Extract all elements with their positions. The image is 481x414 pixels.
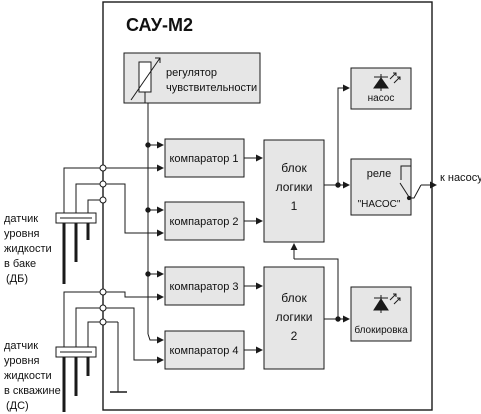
relay-block (350, 158, 412, 216)
logic-block-2-line2: логики (276, 310, 313, 324)
comparator-2-block (164, 201, 245, 241)
svg-text:жидкости: жидкости (4, 243, 52, 255)
svg-text:жидкости: жидкости (4, 370, 52, 382)
logic-block-1-line1: блок (281, 161, 307, 175)
pump-led-icon (373, 72, 401, 91)
well-sensor-electrodes (55, 346, 97, 412)
junction-dots (99, 142, 341, 326)
tank-sensor-label: датчик уровня жидкости в баке (ДБ) (4, 213, 52, 285)
tank-sensor-electrodes (55, 212, 97, 284)
logic-block-1-line2: логики (276, 180, 313, 194)
svg-text:в скважине: в скважине (4, 385, 61, 397)
comparator-4-label: компаратор 4 (169, 345, 238, 357)
regulator-label-line2: чувствительности (166, 82, 257, 94)
block-led-icon (373, 293, 401, 313)
svg-text:(ДБ): (ДБ) (6, 273, 28, 285)
block-indicator-label: блокировка (354, 324, 408, 336)
svg-text:уровня: уровня (4, 228, 40, 240)
comparator-3-block (164, 266, 245, 306)
svg-text:уровня: уровня (4, 355, 40, 367)
logic-block-2-line3: 2 (291, 329, 298, 343)
well-sensor-label: датчик уровня жидкости в скважине (ДС) (4, 340, 61, 412)
svg-text:(ДС): (ДС) (6, 400, 29, 412)
potentiometer-icon (130, 57, 161, 103)
logic-block-1 (263, 139, 325, 243)
relay-label-line1: реле (367, 168, 391, 180)
regulator-label-line1: регулятор (166, 67, 217, 79)
to-pump-label: к насосу (440, 172, 481, 184)
pump-indicator-label: насос (368, 93, 395, 104)
relay-output-line (400, 165, 422, 199)
svg-text:датчик: датчик (4, 213, 38, 225)
comparator-4-block (164, 330, 245, 370)
relay-label-line2: "НАСОС" (358, 199, 401, 210)
comparator-2-label: компаратор 2 (169, 216, 238, 228)
comparator-3-label: компаратор 3 (169, 281, 238, 293)
comparator-1-label: компаратор 1 (169, 153, 238, 165)
svg-text:в баке: в баке (4, 258, 36, 270)
logic-block-2-line1: блок (281, 291, 307, 305)
logic-block-2 (263, 266, 325, 370)
svg-text:датчик: датчик (4, 340, 38, 352)
device-title: САУ-М2 (126, 15, 193, 35)
logic-block-1-line3: 1 (291, 199, 298, 213)
